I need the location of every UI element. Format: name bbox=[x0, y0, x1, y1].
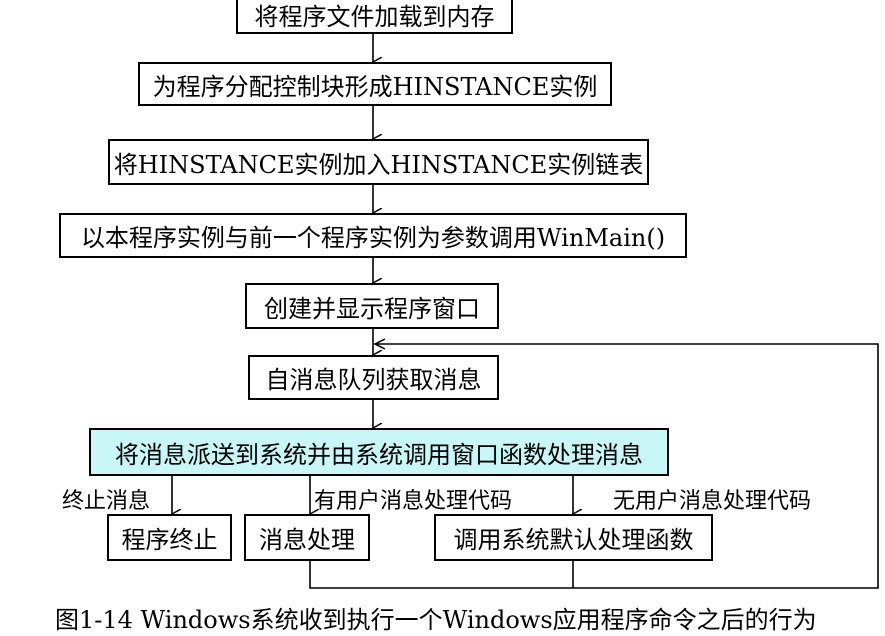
node-default-handler-label: 调用系统默认处理函数 bbox=[453, 526, 694, 554]
edge-label-no-handler: 无用户消息处理代码 bbox=[613, 489, 812, 514]
node-load-to-memory-label: 将程序文件加载到内存 bbox=[254, 2, 495, 31]
node-dispatch-message: 将消息派送到系统并由系统调用窗口函数处理消息 bbox=[89, 428, 669, 476]
loop-back-line bbox=[309, 343, 879, 589]
node-default-handler: 调用系统默认处理函数 bbox=[434, 514, 713, 561]
edge-label-has-handler: 有用户消息处理代码 bbox=[314, 489, 513, 514]
node-terminate-label: 程序终止 bbox=[121, 526, 218, 554]
node-get-message-label: 自消息队列获取消息 bbox=[265, 366, 482, 394]
node-message-handling: 消息处理 bbox=[244, 514, 370, 561]
node-add-to-instance-list: 将HINSTANCE实例加入HINSTANCE实例链表 bbox=[108, 139, 649, 185]
node-allocate-hinstance-label: 为程序分配控制块形成HINSTANCE实例 bbox=[152, 72, 598, 101]
edge-label-quit: 终止消息 bbox=[62, 489, 151, 514]
node-call-winmain-label: 以本程序实例与前一个程序实例为参数调用WinMain() bbox=[80, 224, 666, 252]
figure-caption: 图1-14 Windows系统收到执行一个Windows应用程序命令之后的行为 bbox=[55, 606, 817, 634]
node-dispatch-message-label: 将消息派送到系统并由系统调用窗口函数处理消息 bbox=[115, 440, 643, 469]
node-load-to-memory: 将程序文件加载到内存 bbox=[236, 0, 513, 34]
node-terminate: 程序终止 bbox=[107, 514, 232, 561]
node-create-window: 创建并显示程序窗口 bbox=[245, 283, 499, 329]
node-message-handling-label: 消息处理 bbox=[259, 526, 355, 554]
node-create-window-label: 创建并显示程序窗口 bbox=[264, 294, 480, 323]
node-get-message: 自消息队列获取消息 bbox=[248, 355, 499, 400]
node-allocate-hinstance: 为程序分配控制块形成HINSTANCE实例 bbox=[138, 62, 612, 106]
node-call-winmain: 以本程序实例与前一个程序实例为参数调用WinMain() bbox=[59, 213, 687, 258]
loop-back-arrowhead bbox=[373, 338, 386, 350]
node-add-to-instance-list-label: 将HINSTANCE实例加入HINSTANCE实例链表 bbox=[113, 150, 644, 179]
